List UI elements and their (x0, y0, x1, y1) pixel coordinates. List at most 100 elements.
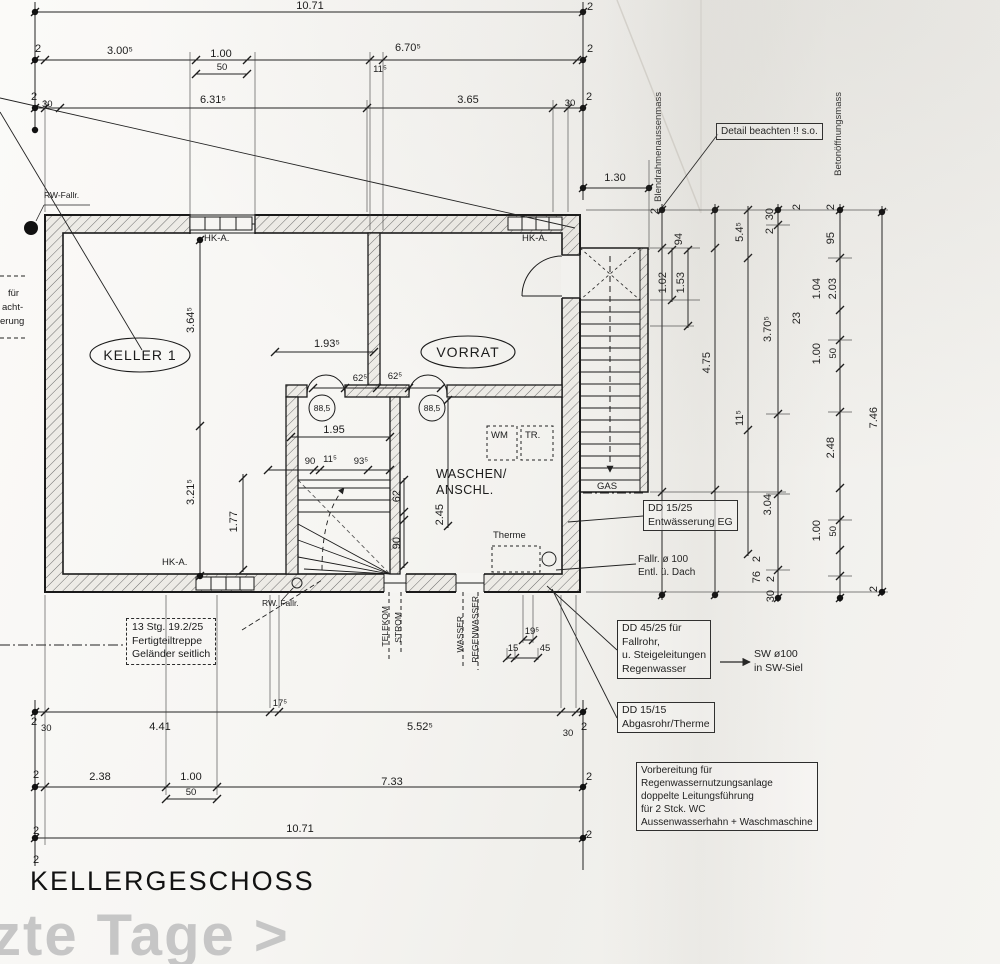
dim-label: 15 (507, 643, 519, 654)
dim-label: 11⁵ (734, 410, 746, 426)
room-label-keller: KELLER 1 (103, 347, 177, 363)
note-fallrohr: Fallr. ø 100 Entl. ü. Dach (638, 554, 696, 578)
dim-label: 2 (649, 208, 661, 215)
telekom-label: TELEKOM (380, 606, 390, 647)
dim-tower-width: 1.30 (604, 172, 626, 184)
rw-fallrohr-symbol-bottom (291, 577, 303, 589)
dim-label: 30 (41, 723, 52, 734)
rw-fallrohr-label-bottom: RW. Fallr. (262, 598, 299, 608)
page-title: KELLERGESCHOSS (30, 866, 315, 896)
dim-label: 11⁵ (373, 64, 387, 75)
dim-label: 62⁵ (352, 373, 368, 384)
dim-label: 1.93⁵ (314, 338, 340, 350)
cut-off-text: acht- (2, 302, 24, 313)
note-treppe: 13 Stg. 19.2/25 Fertigteiltreppe Gelände… (126, 618, 217, 665)
dim-label: 2 (35, 43, 42, 55)
dim-label: 2.45 (434, 504, 446, 526)
boiler-label: Therme (493, 530, 526, 541)
dim-label: 3.00⁵ (107, 45, 133, 57)
dim-label: 3.65 (457, 94, 479, 106)
appliance-symbols (486, 425, 554, 573)
dim-label: 2.03 (827, 278, 839, 300)
dim-label: 1.00 (811, 520, 823, 542)
dim-label: 30 (562, 728, 574, 739)
dim-label: 3.04 (762, 494, 774, 516)
paper-crease (616, 0, 702, 214)
note-dd-15-25: DD 15/25 Entwässerung EG (643, 500, 738, 532)
cut-off-text: für (8, 288, 20, 299)
dim-label: 62⁵ (387, 371, 403, 382)
dim-window-sill: 50 (216, 62, 228, 73)
outer-walls (44, 214, 581, 593)
dim-label: 94 (673, 233, 685, 246)
dim-label: 1.04 (811, 278, 823, 300)
dim-label: 45 (539, 643, 551, 654)
dim-label: 2 (33, 825, 40, 837)
door-width-bubble: 88,5 (313, 403, 331, 413)
dim-label: 2 (587, 43, 594, 55)
room-label-vorrat: VORRAT (436, 344, 500, 360)
cut-off-text: erung (0, 316, 25, 327)
dim-label: 1.77 (228, 511, 240, 533)
dim-label: 3.70⁵ (762, 316, 774, 342)
dim-window-width: 1.00 (210, 48, 232, 60)
dryer-label: TR. (525, 430, 541, 441)
room-label-waschen: ANSCHL. (436, 483, 494, 497)
stair-tower (579, 247, 649, 493)
dim-label: 1.53 (675, 272, 687, 294)
leader-lines (0, 97, 751, 719)
note-sw-siel: SW ø100 in SW-Siel (754, 648, 803, 674)
dim-label: 2 (764, 228, 776, 235)
radiator-label: HK-A. (204, 233, 230, 244)
dim-label: 19⁵ (524, 626, 540, 637)
dim-label: 2 (586, 829, 593, 841)
dim-label: 11⁵ (323, 454, 337, 465)
dim-label: 50 (828, 526, 839, 537)
dim-label: 2 (765, 576, 777, 583)
utility-penetrations (383, 573, 485, 593)
watermark-text: zte Tage > (0, 903, 290, 964)
dim-label: 1.00 (811, 343, 823, 365)
dim-label: 3.64⁵ (185, 307, 197, 333)
dim-label: 1.02 (657, 272, 669, 294)
rw-fallrohr-label-top: RW-Fallr. (44, 190, 80, 200)
door-to-stair-tower (521, 254, 581, 299)
vorrat-oval (420, 335, 516, 369)
note-dd-15-15: DD 15/15 Abgasrohr/Therme (617, 702, 715, 734)
dim-label: 2 (586, 91, 593, 103)
dim-label: 2 (825, 204, 837, 211)
radiator-label: HK-A. (522, 233, 548, 244)
dim-label: 4.41 (149, 721, 171, 733)
dim-label: 2 (751, 556, 763, 563)
dim-overall-bottom: 10.71 (286, 823, 314, 835)
dim-label: 3.21⁵ (185, 479, 197, 505)
dim-label: 1.00 (180, 771, 202, 783)
dim-label: 30 (42, 99, 53, 110)
dim-label: 30 (764, 208, 776, 221)
rw-fallrohr-symbol-top (24, 221, 38, 235)
dim-label: 95 (825, 232, 837, 245)
strom-label: STROM (393, 612, 403, 643)
radiator-label: HK-A. (162, 557, 188, 568)
dim-label: 7.33 (381, 776, 403, 788)
dim-label: 17⁵ (272, 698, 288, 709)
blendrahmen-heading: Blendrahmenaussenmass (653, 92, 664, 202)
dim-label: 2.38 (89, 771, 111, 783)
dim-label: 1.95 (323, 424, 345, 436)
dim-label: 2.48 (825, 437, 837, 459)
boiler-circle (541, 551, 557, 567)
dim-label: 2 (31, 91, 38, 103)
dim-label: 5.4⁵ (734, 222, 746, 242)
dim-label: 2 (33, 769, 40, 781)
washing-machine-label: WM (491, 430, 508, 441)
regenwasser-label: REGENWASSER (470, 596, 480, 663)
dim-label: 6.70⁵ (395, 42, 421, 54)
dim-label: 50 (185, 787, 197, 798)
note-detail: Detail beachten !! s.o. (716, 123, 823, 140)
dim-label: 2 (581, 721, 588, 733)
dim-label: 93⁵ (353, 456, 369, 467)
dim-label: 90 (304, 456, 316, 467)
gas-label: GAS (597, 481, 618, 492)
